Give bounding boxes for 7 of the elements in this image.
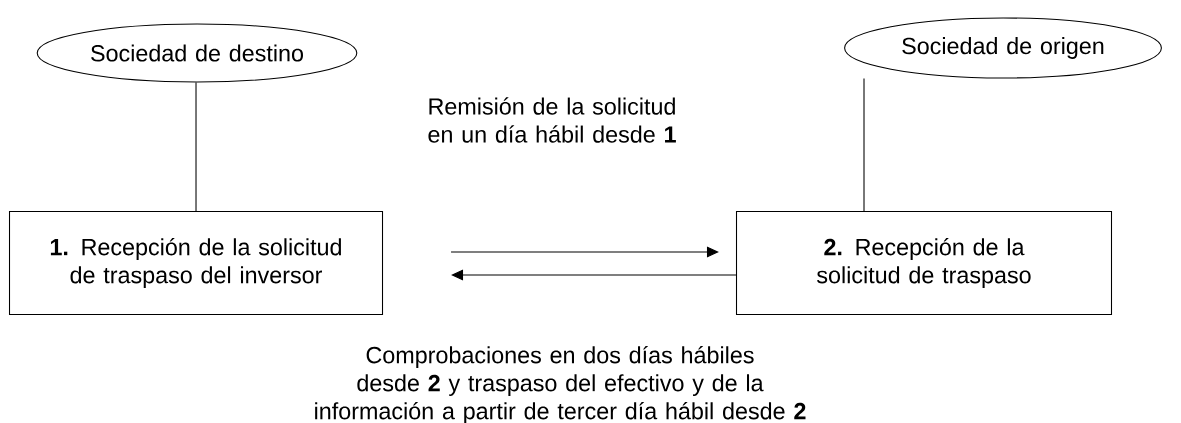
process-box: 1. Recepción de la solicitud de traspaso del inversor [8,210,384,316]
arrow [450,246,719,258]
process-box: 2. Recepción de la solicitud de traspaso [735,210,1113,316]
edge-label: Remisión de la solicitud en un día hábil desde 1 [428,97,676,143]
arrow [451,269,737,281]
connector-line [863,78,865,212]
connector-line [195,82,197,212]
